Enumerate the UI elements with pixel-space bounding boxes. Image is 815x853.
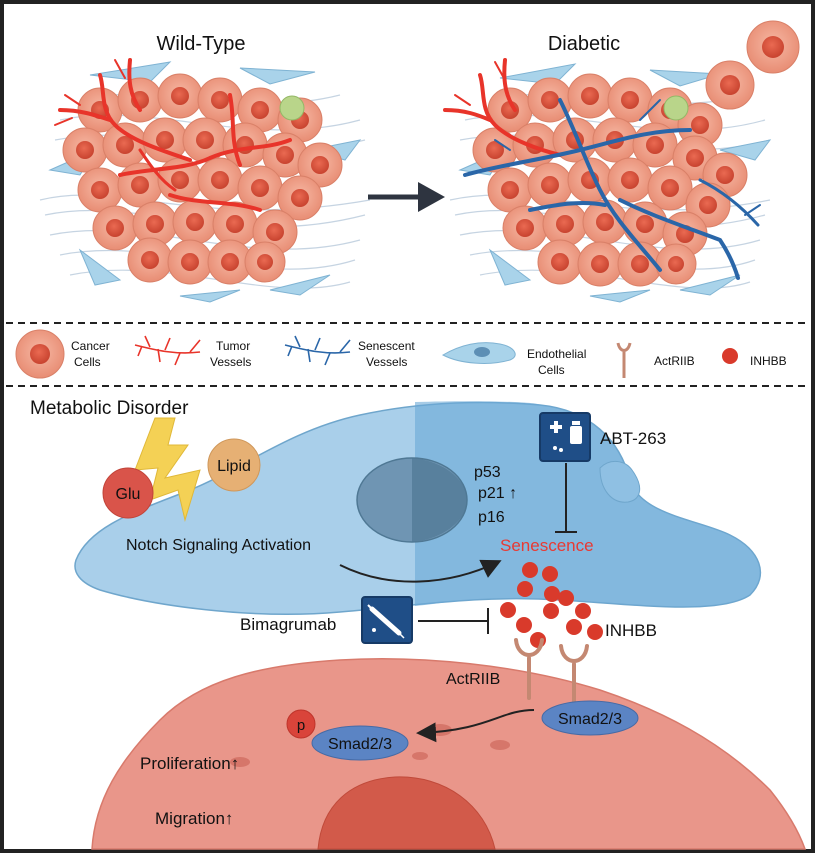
inhbb-dots bbox=[500, 562, 603, 648]
legend-tumor-label-2: Vessels bbox=[210, 355, 251, 369]
wildtype-tumor bbox=[39, 58, 371, 303]
diabetic-title: Diabetic bbox=[548, 33, 620, 55]
lipid-circle bbox=[207, 438, 261, 492]
notch-arrow bbox=[339, 559, 502, 583]
p53-label: p53 bbox=[474, 464, 501, 481]
smad-ellipse bbox=[541, 700, 639, 736]
cell-protrusion bbox=[599, 461, 641, 503]
phospho-label: p bbox=[297, 717, 305, 734]
smad-label: Smad2/3 bbox=[558, 711, 622, 728]
p21-label: p21 ↑ bbox=[478, 485, 517, 502]
diabetic-endothelial-cells bbox=[458, 63, 772, 303]
legend-tumor-label-1: Tumor bbox=[216, 339, 250, 353]
legend-actriib-label: ActRIIB bbox=[654, 354, 695, 368]
legend-cancer-label-1: Cancer bbox=[71, 339, 110, 353]
lipid-label: Lipid bbox=[217, 458, 251, 475]
progression-arrow bbox=[368, 182, 445, 212]
proliferation-label: Proliferation↑ bbox=[140, 754, 239, 773]
mechanism-panel: Metabolic Disorder Glu Lipid Notch Signa… bbox=[30, 398, 807, 850]
legend: Cancer Cells Tumor Vessels Senescent Ves… bbox=[15, 329, 787, 379]
bimagrumab-inhibition bbox=[418, 608, 489, 634]
legend-endothelial-label-1: Endothelial bbox=[527, 347, 586, 361]
legend-senescent-label-2: Vessels bbox=[366, 355, 407, 369]
diabetic-cancer-cells bbox=[472, 73, 748, 287]
legend-endothelial-label-2: Cells bbox=[538, 363, 565, 377]
legend-inhbb-label: INHBB bbox=[750, 354, 787, 368]
wildtype-title: Wild-Type bbox=[157, 33, 246, 55]
nucleus-shade bbox=[412, 458, 467, 542]
actriib-receptors bbox=[514, 638, 589, 706]
psmad-ellipse bbox=[311, 725, 409, 761]
recipient-nucleus bbox=[317, 776, 496, 850]
detached-cancer-cells bbox=[705, 20, 800, 110]
metabolic-disorder-label: Metabolic Disorder bbox=[30, 398, 189, 419]
smad-phosphorylation-arrow bbox=[416, 709, 535, 743]
abt263-inhibition bbox=[555, 463, 577, 533]
senescent-half bbox=[415, 401, 761, 607]
legend-endothelial-icon bbox=[441, 342, 516, 364]
glu-circle bbox=[102, 467, 154, 519]
psmad-label: Smad2/3 bbox=[328, 736, 392, 753]
wildtype-tumor-vessels bbox=[54, 58, 292, 212]
legend-senescent-label-1: Senescent bbox=[358, 339, 415, 353]
wildtype-green-cell bbox=[279, 95, 305, 121]
migration-label: Migration↑ bbox=[155, 809, 233, 828]
actriib-label: ActRIIB bbox=[446, 671, 500, 688]
diabetic-tumor-vessels bbox=[443, 58, 562, 157]
top-panel: Wild-Type Diabetic bbox=[39, 20, 800, 303]
phospho-circle bbox=[286, 709, 316, 739]
legend-tumor-vessel-icon bbox=[134, 335, 201, 366]
legend-cancer-cell-icon bbox=[15, 329, 65, 379]
legend-inhbb-icon bbox=[722, 348, 738, 364]
p16-label: p16 bbox=[478, 509, 505, 526]
notch-label: Notch Signaling Activation bbox=[126, 537, 311, 554]
diabetic-senescent-vessels bbox=[463, 98, 761, 280]
recipient-organelles bbox=[230, 724, 510, 767]
inhbb-label: INHBB bbox=[605, 621, 657, 640]
abt263-label: ABT-263 bbox=[600, 429, 666, 448]
lightning-icon bbox=[134, 417, 201, 522]
legend-actriib-icon bbox=[616, 342, 632, 378]
diabetic-green-cell bbox=[663, 95, 689, 121]
legend-cancer-label-2: Cells bbox=[74, 355, 101, 369]
senescence-label: Senescence bbox=[500, 536, 594, 555]
abt263-drug-icon bbox=[539, 412, 591, 462]
glu-label: Glu bbox=[116, 486, 141, 503]
legend-senescent-vessel-icon bbox=[284, 335, 351, 366]
diabetic-tumor bbox=[443, 20, 800, 303]
recipient-cancer-cell bbox=[91, 658, 807, 850]
bimagrumab-label: Bimagrumab bbox=[240, 615, 336, 634]
bimagrumab-drug-icon bbox=[361, 596, 413, 644]
